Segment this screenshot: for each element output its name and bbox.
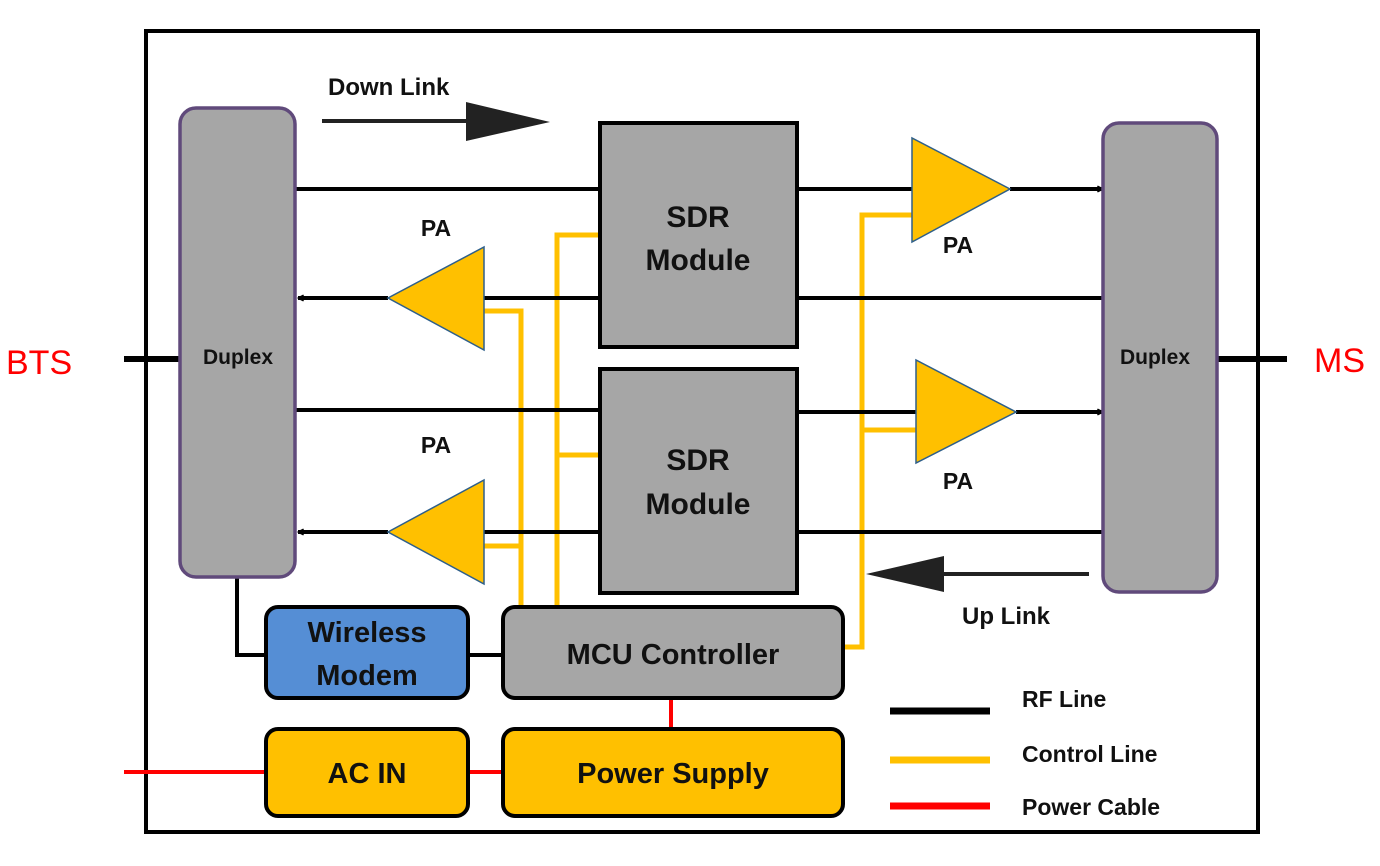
downlink-arrow-head	[466, 102, 550, 141]
pa-left-top	[386, 245, 485, 352]
sdr-module-top	[598, 121, 799, 349]
bts-label: BTS	[6, 344, 72, 382]
power-cables	[124, 697, 673, 774]
control-lines	[482, 212, 916, 650]
uplink-label: Up Link	[962, 603, 1051, 630]
duplex-left	[178, 106, 297, 579]
duplex-left-label: Duplex	[203, 346, 273, 369]
pa-right-bottom	[915, 358, 1018, 465]
rf-lines	[235, 189, 1103, 657]
ac-in-label: AC IN	[328, 758, 407, 790]
sdr-module-bottom-line1: SDR	[666, 444, 730, 477]
sdr-module-bottom-line2: Module	[646, 488, 751, 521]
pa-left-bottom-label: PA	[421, 432, 451, 458]
power-supply	[501, 727, 845, 818]
pa-right-bottom-label: PA	[943, 468, 973, 494]
pa-right-top	[911, 136, 1012, 244]
enclosure-frame	[144, 29, 1260, 834]
downlink-label: Down Link	[328, 74, 450, 101]
sdr-module-top-line1: SDR	[666, 201, 730, 234]
wireless-modem-line2: Modem	[316, 660, 418, 692]
pa-left-top-label: PA	[421, 215, 451, 241]
ac-in	[264, 727, 470, 818]
mcu-controller	[501, 605, 845, 700]
pa-left-bottom	[386, 478, 485, 586]
mcu-controller-label: MCU Controller	[567, 639, 780, 671]
wireless-modem	[264, 605, 470, 700]
uplink-arrow-head	[866, 556, 944, 592]
sdr-module-bottom	[598, 367, 799, 595]
power-supply-label: Power Supply	[577, 758, 769, 790]
wireless-modem-line1: Wireless	[307, 617, 426, 649]
sdr-module-top-line2: Module	[646, 244, 751, 277]
legend: RF Line Control Line Power Cable	[890, 686, 1160, 820]
ms-label: MS	[1314, 342, 1365, 380]
legend-control-label: Control Line	[1022, 741, 1157, 767]
legend-power-label: Power Cable	[1022, 794, 1160, 820]
pa-right-top-label: PA	[943, 232, 973, 258]
duplex-right-label: Duplex	[1120, 346, 1190, 369]
legend-rf-label: RF Line	[1022, 686, 1106, 712]
duplex-right	[1101, 121, 1219, 594]
